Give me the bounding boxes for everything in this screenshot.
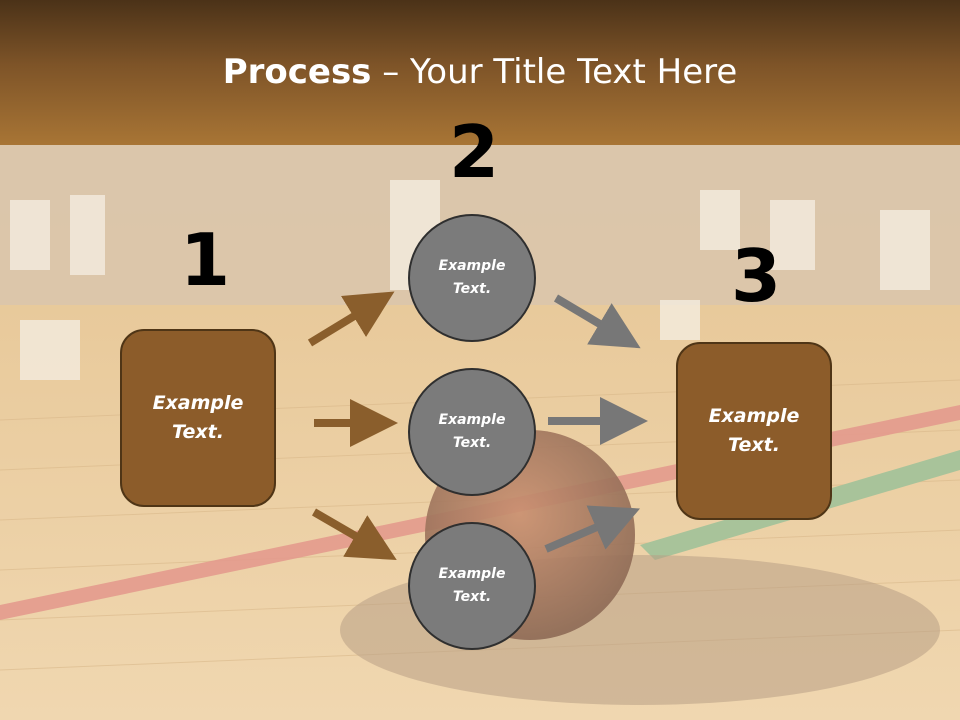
step-2-circle-top: Example Text. [408,214,536,342]
title-bold-part: Process [222,52,372,92]
title-bar [0,0,960,145]
step-1-text: Example Text. [152,392,244,443]
circle-top-text: Example Text. [438,258,506,297]
step-2-circle-bottom: Example Text. [408,522,536,650]
step-2-circle-middle: Example Text. [408,368,536,496]
step-1-box: Example Text. [120,329,276,507]
step-number-3: 3 [731,234,782,318]
step-3-text: Example Text. [708,405,800,456]
circle-bottom-text: Example Text. [438,566,506,605]
step-number-1: 1 [180,218,231,302]
title-rest-part: – Your Title Text Here [371,52,738,92]
slide-title: Process – Your Title Text Here [0,52,960,92]
step-number-2: 2 [449,110,500,194]
step-3-box: Example Text. [676,342,832,520]
circle-middle-text: Example Text. [438,412,506,451]
